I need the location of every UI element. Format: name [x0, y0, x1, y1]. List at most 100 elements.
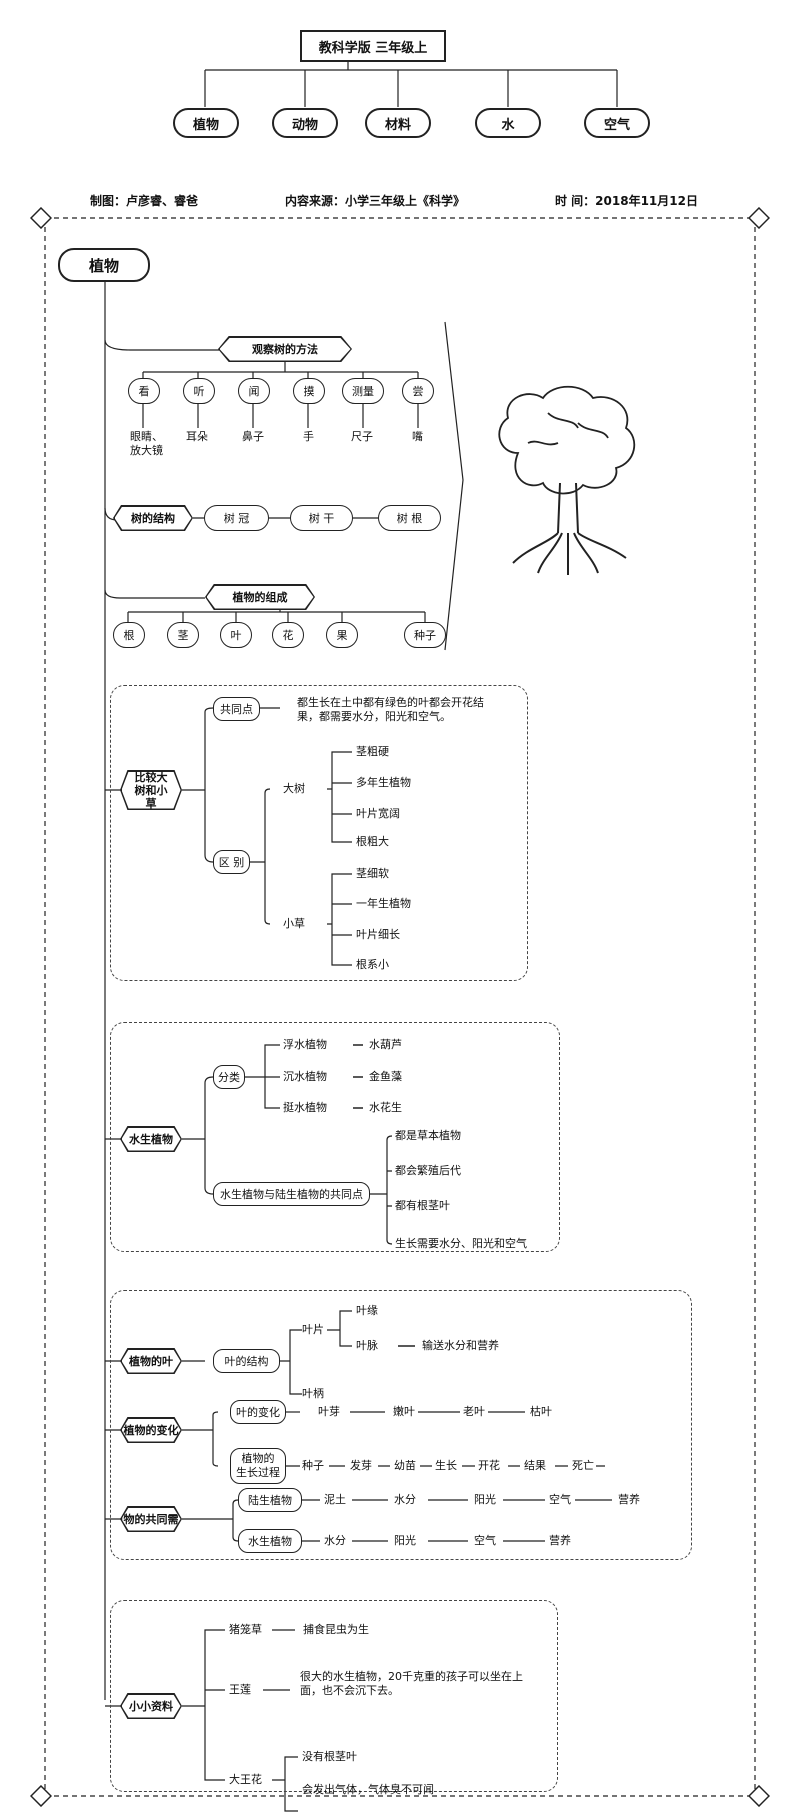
category-pill-materials: 材料: [365, 108, 431, 138]
big-tree-item: 多年生植物: [356, 776, 411, 789]
frame-corner-diamond: [30, 1785, 52, 1807]
sense-measure: 测量: [342, 378, 384, 404]
leaf-vein: 叶脉: [356, 1339, 378, 1352]
sense-hear: 听: [183, 378, 215, 404]
special-name: 猪笼草: [229, 1623, 262, 1636]
special-text: 很大的水生植物，20千克重的孩子可以坐在上 面，也不会沉下去。: [300, 1670, 523, 1697]
aquatic-example: 金鱼藻: [369, 1070, 402, 1083]
credit-date: 时 间：2018年11月12日: [555, 194, 698, 208]
water-plants-box: 水生植物: [238, 1529, 302, 1553]
common-point-text: 都生长在土中都有绿色的叶都会开花结 果，都需要水分，阳光和空气。: [297, 696, 484, 723]
plant-part-flower: 花: [272, 622, 304, 648]
tree-part-trunk: 树 干: [290, 505, 353, 531]
big-tree-item: 根粗大: [356, 835, 389, 848]
land-need: 泥土: [324, 1493, 346, 1506]
growth-process-box: 植物的 生长过程: [230, 1448, 286, 1484]
frame-corner-diamond: [30, 207, 52, 229]
water-need: 营养: [549, 1534, 571, 1547]
leaf-label: 植物的叶: [120, 1348, 182, 1374]
category-pill-air: 空气: [584, 108, 650, 138]
leaf-structure-box: 叶的结构: [213, 1349, 280, 1373]
change-label: 植物的变化: [120, 1417, 182, 1443]
water-need: 阳光: [394, 1534, 416, 1547]
observe-methods-label: 观察树的方法: [218, 336, 352, 362]
aquatic-common-box: 水生植物与陆生植物的共同点: [213, 1182, 370, 1206]
frame-corner-diamond: [748, 1785, 770, 1807]
special-label: 小小资料: [120, 1693, 182, 1719]
difference-box: 区 别: [213, 850, 250, 874]
leaf-change-stage: 枯叶: [530, 1405, 552, 1418]
tree-illustration: [498, 385, 636, 575]
tool-nose: 鼻子: [242, 430, 264, 443]
plant-part-seed: 种子: [404, 622, 446, 648]
land-plants-box: 陆生植物: [238, 1488, 302, 1512]
leaf-blade: 叶片: [302, 1323, 324, 1336]
big-tree-item: 茎粗硬: [356, 745, 389, 758]
aquatic-label: 水生植物: [120, 1126, 182, 1152]
tree-structure-label: 树的结构: [113, 505, 193, 531]
tree-part-crown: 树 冠: [204, 505, 269, 531]
leaf-change-stage: 叶芽: [318, 1405, 340, 1418]
root-node-plants: 植物: [58, 248, 150, 282]
sense-smell: 闻: [238, 378, 270, 404]
plant-part-stem: 茎: [167, 622, 199, 648]
aquatic-section: [110, 1022, 560, 1252]
small-grass-item: 茎细软: [356, 867, 389, 880]
aquatic-common-item: 都是草本植物: [395, 1129, 461, 1142]
aquatic-common-item: 都有根茎叶: [395, 1199, 450, 1212]
growth-stage: 开花: [478, 1459, 500, 1472]
small-grass-label: 小草: [283, 917, 305, 930]
leaf-change-needs-section: [110, 1290, 692, 1560]
category-pill-animals: 动物: [272, 108, 338, 138]
special-name: 大王花: [229, 1773, 262, 1786]
plant-part-fruit: 果: [326, 622, 358, 648]
category-pill-water: 水: [475, 108, 541, 138]
tool-eyes: 眼睛、 放大镜: [130, 430, 163, 457]
small-grass-item: 根系小: [356, 958, 389, 971]
page-title: 教科学版 三年级上: [300, 30, 446, 62]
water-need: 水分: [324, 1534, 346, 1547]
needs-label: 植物的共同需求: [120, 1506, 182, 1532]
category-pill-plants: 植物: [173, 108, 239, 138]
aquatic-type: 沉水植物: [283, 1070, 327, 1083]
aquatic-type: 浮水植物: [283, 1038, 327, 1051]
tool-mouth: 嘴: [412, 430, 423, 443]
aquatic-example: 水花生: [369, 1101, 402, 1114]
leaf-stalk: 叶柄: [302, 1387, 324, 1400]
tool-ears: 耳朵: [186, 430, 208, 443]
plant-part-leaf: 叶: [220, 622, 252, 648]
sense-taste: 尝: [402, 378, 434, 404]
land-need: 空气: [549, 1493, 571, 1506]
aquatic-common-item: 都会繁殖后代: [395, 1164, 461, 1177]
sense-touch: 摸: [293, 378, 325, 404]
plant-part-root: 根: [113, 622, 145, 648]
leaf-change-box: 叶的变化: [230, 1400, 286, 1424]
big-small-label: 比较大树和小草: [120, 770, 182, 810]
special-text: 没有根茎叶: [302, 1750, 357, 1763]
leaf-change-stage: 老叶: [463, 1405, 485, 1418]
special-section: [110, 1600, 558, 1792]
leaf-edge: 叶缘: [356, 1304, 378, 1317]
tree-part-root: 树 根: [378, 505, 441, 531]
tool-ruler: 尺子: [351, 430, 373, 443]
growth-stage: 发芽: [350, 1459, 372, 1472]
special-text: 捕食昆虫为生: [303, 1623, 369, 1636]
land-need: 营养: [618, 1493, 640, 1506]
growth-stage: 生长: [435, 1459, 457, 1472]
aquatic-common-item: 生长需要水分、阳光和空气: [395, 1237, 527, 1250]
credit-author: 制图：卢彦睿、睿爸: [90, 194, 199, 208]
big-tree-label: 大树: [283, 782, 305, 795]
small-grass-item: 叶片细长: [356, 928, 400, 941]
common-point-box: 共同点: [213, 697, 260, 721]
growth-stage: 结果: [524, 1459, 546, 1472]
aquatic-type: 挺水植物: [283, 1101, 327, 1114]
plant-parts-label: 植物的组成: [205, 584, 315, 610]
special-text-extra: 会发出气体，气体臭不可闻: [302, 1783, 434, 1796]
water-need: 空气: [474, 1534, 496, 1547]
tool-hand: 手: [303, 430, 314, 443]
sense-see: 看: [128, 378, 160, 404]
credit-source: 内容来源：小学三年级上《科学》: [285, 194, 466, 208]
growth-stage: 种子: [302, 1459, 324, 1472]
land-need: 阳光: [474, 1493, 496, 1506]
growth-stage: 死亡: [572, 1459, 594, 1472]
